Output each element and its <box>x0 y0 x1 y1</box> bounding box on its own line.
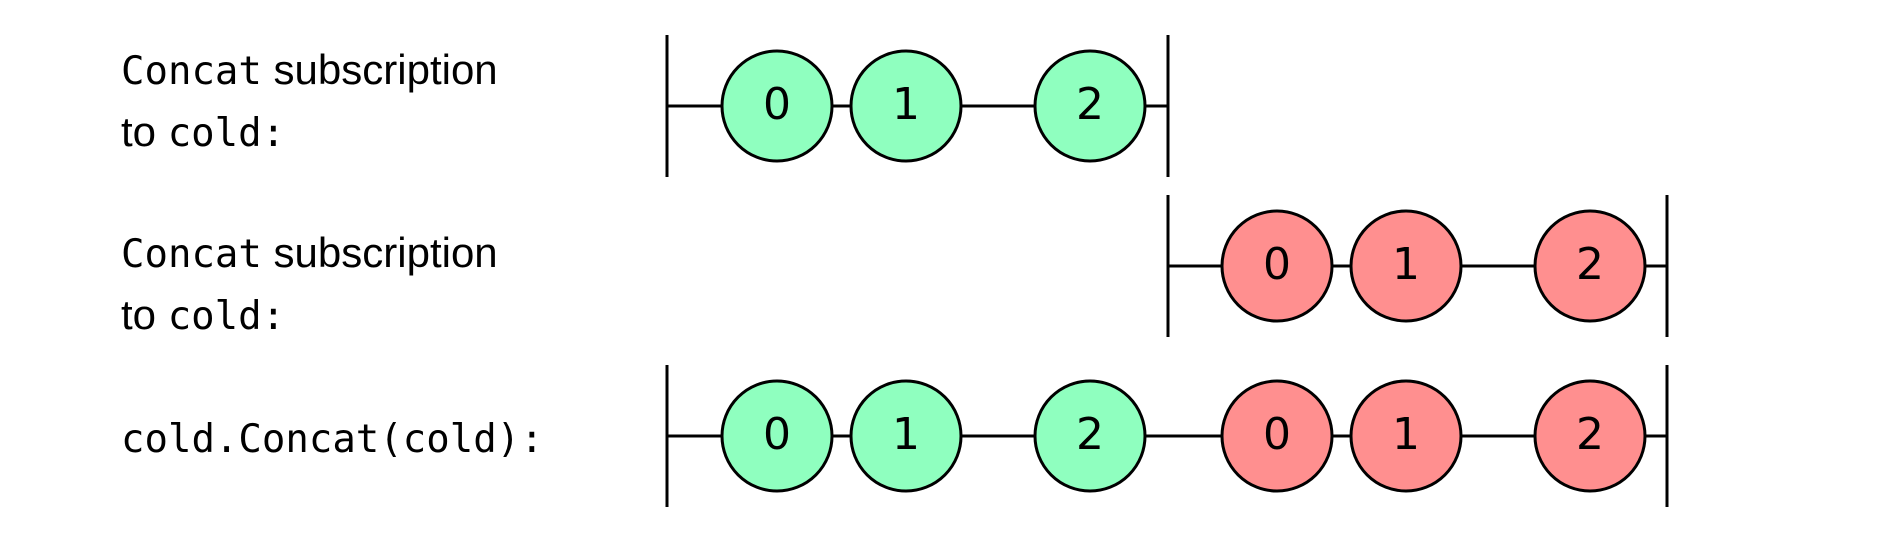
row1-marble-2 <box>849 49 963 163</box>
row3-marble-6 <box>1533 379 1647 493</box>
row1-label-cold: cold: <box>167 111 286 156</box>
row2-label-to: to <box>121 291 168 338</box>
row3-marble-3 <box>1033 379 1147 493</box>
row3-marble-5 <box>1349 379 1463 493</box>
row3-label-code: cold.Concat(cold): <box>121 417 544 462</box>
row3-marble-1 <box>720 379 834 493</box>
row2-marble-3 <box>1533 209 1647 323</box>
row3-marble-4 <box>1220 379 1334 493</box>
row1-label-code: Concat <box>121 49 262 94</box>
row3-marble-6-value: 2 <box>1576 409 1604 460</box>
row3-marble-1-value: 0 <box>763 409 791 460</box>
row2-marble-3-value: 2 <box>1576 239 1604 290</box>
row2-marble-2 <box>1349 209 1463 323</box>
row1-label-to: to <box>121 108 168 155</box>
row1-marble-1-value: 0 <box>763 79 791 130</box>
row3-label: cold.Concat(cold): <box>121 409 544 470</box>
row1-marble-3-value: 2 <box>1076 79 1104 130</box>
row2-label-text: subscription <box>261 229 498 276</box>
row2-label: Concat subscription to cold: <box>121 223 498 347</box>
row1-label-text: subscription <box>261 46 498 93</box>
row1-marble-3 <box>1033 49 1147 163</box>
row3-marble-2-value: 1 <box>892 409 920 460</box>
row2-label-cold: cold: <box>167 294 286 339</box>
row2-marble-1 <box>1220 209 1334 323</box>
row1-marble-2-value: 1 <box>892 79 920 130</box>
row3-marble-4-value: 0 <box>1263 409 1291 460</box>
row2-label-code: Concat <box>121 232 262 277</box>
row1-label: Concat subscription to cold: <box>121 40 498 164</box>
row3-marble-2 <box>849 379 963 493</box>
row3-marble-5-value: 1 <box>1392 409 1420 460</box>
row2-marble-2-value: 1 <box>1392 239 1420 290</box>
row2-marble-1-value: 0 <box>1263 239 1291 290</box>
row3-marble-3-value: 2 <box>1076 409 1104 460</box>
row1-marble-1 <box>720 49 834 163</box>
